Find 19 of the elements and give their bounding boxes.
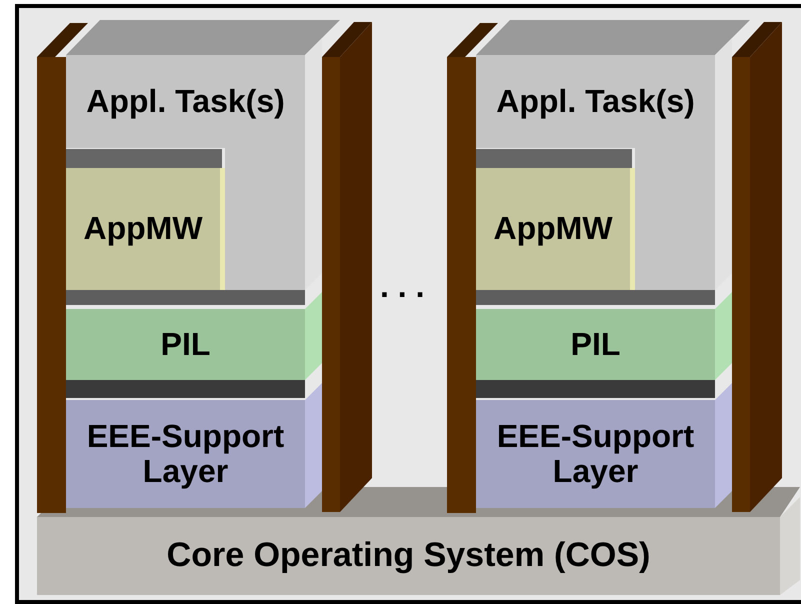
layer-label: AppMW	[493, 211, 613, 247]
application-layer	[66, 55, 305, 148]
layer-label: AppMW	[83, 211, 203, 247]
interface-layer	[476, 309, 715, 380]
interface-layer	[66, 309, 305, 380]
layer-label: PIL	[570, 326, 620, 362]
support-layer	[66, 400, 305, 508]
middleware-layer	[66, 168, 220, 290]
layer-label: Appl. Task(s)	[86, 84, 285, 120]
application-layer	[476, 55, 715, 148]
layer-label: EEE-Support Layer	[496, 418, 696, 490]
ellipsis: . . .	[380, 268, 424, 305]
layer-label: EEE-Support Layer	[86, 418, 286, 490]
layer-label: Core Operating System (COS)	[166, 537, 650, 575]
layer-label: Appl. Task(s)	[496, 84, 695, 120]
base-layer	[37, 517, 780, 595]
middleware-layer	[476, 168, 630, 290]
layer-label: PIL	[160, 326, 210, 362]
support-layer	[476, 400, 715, 508]
